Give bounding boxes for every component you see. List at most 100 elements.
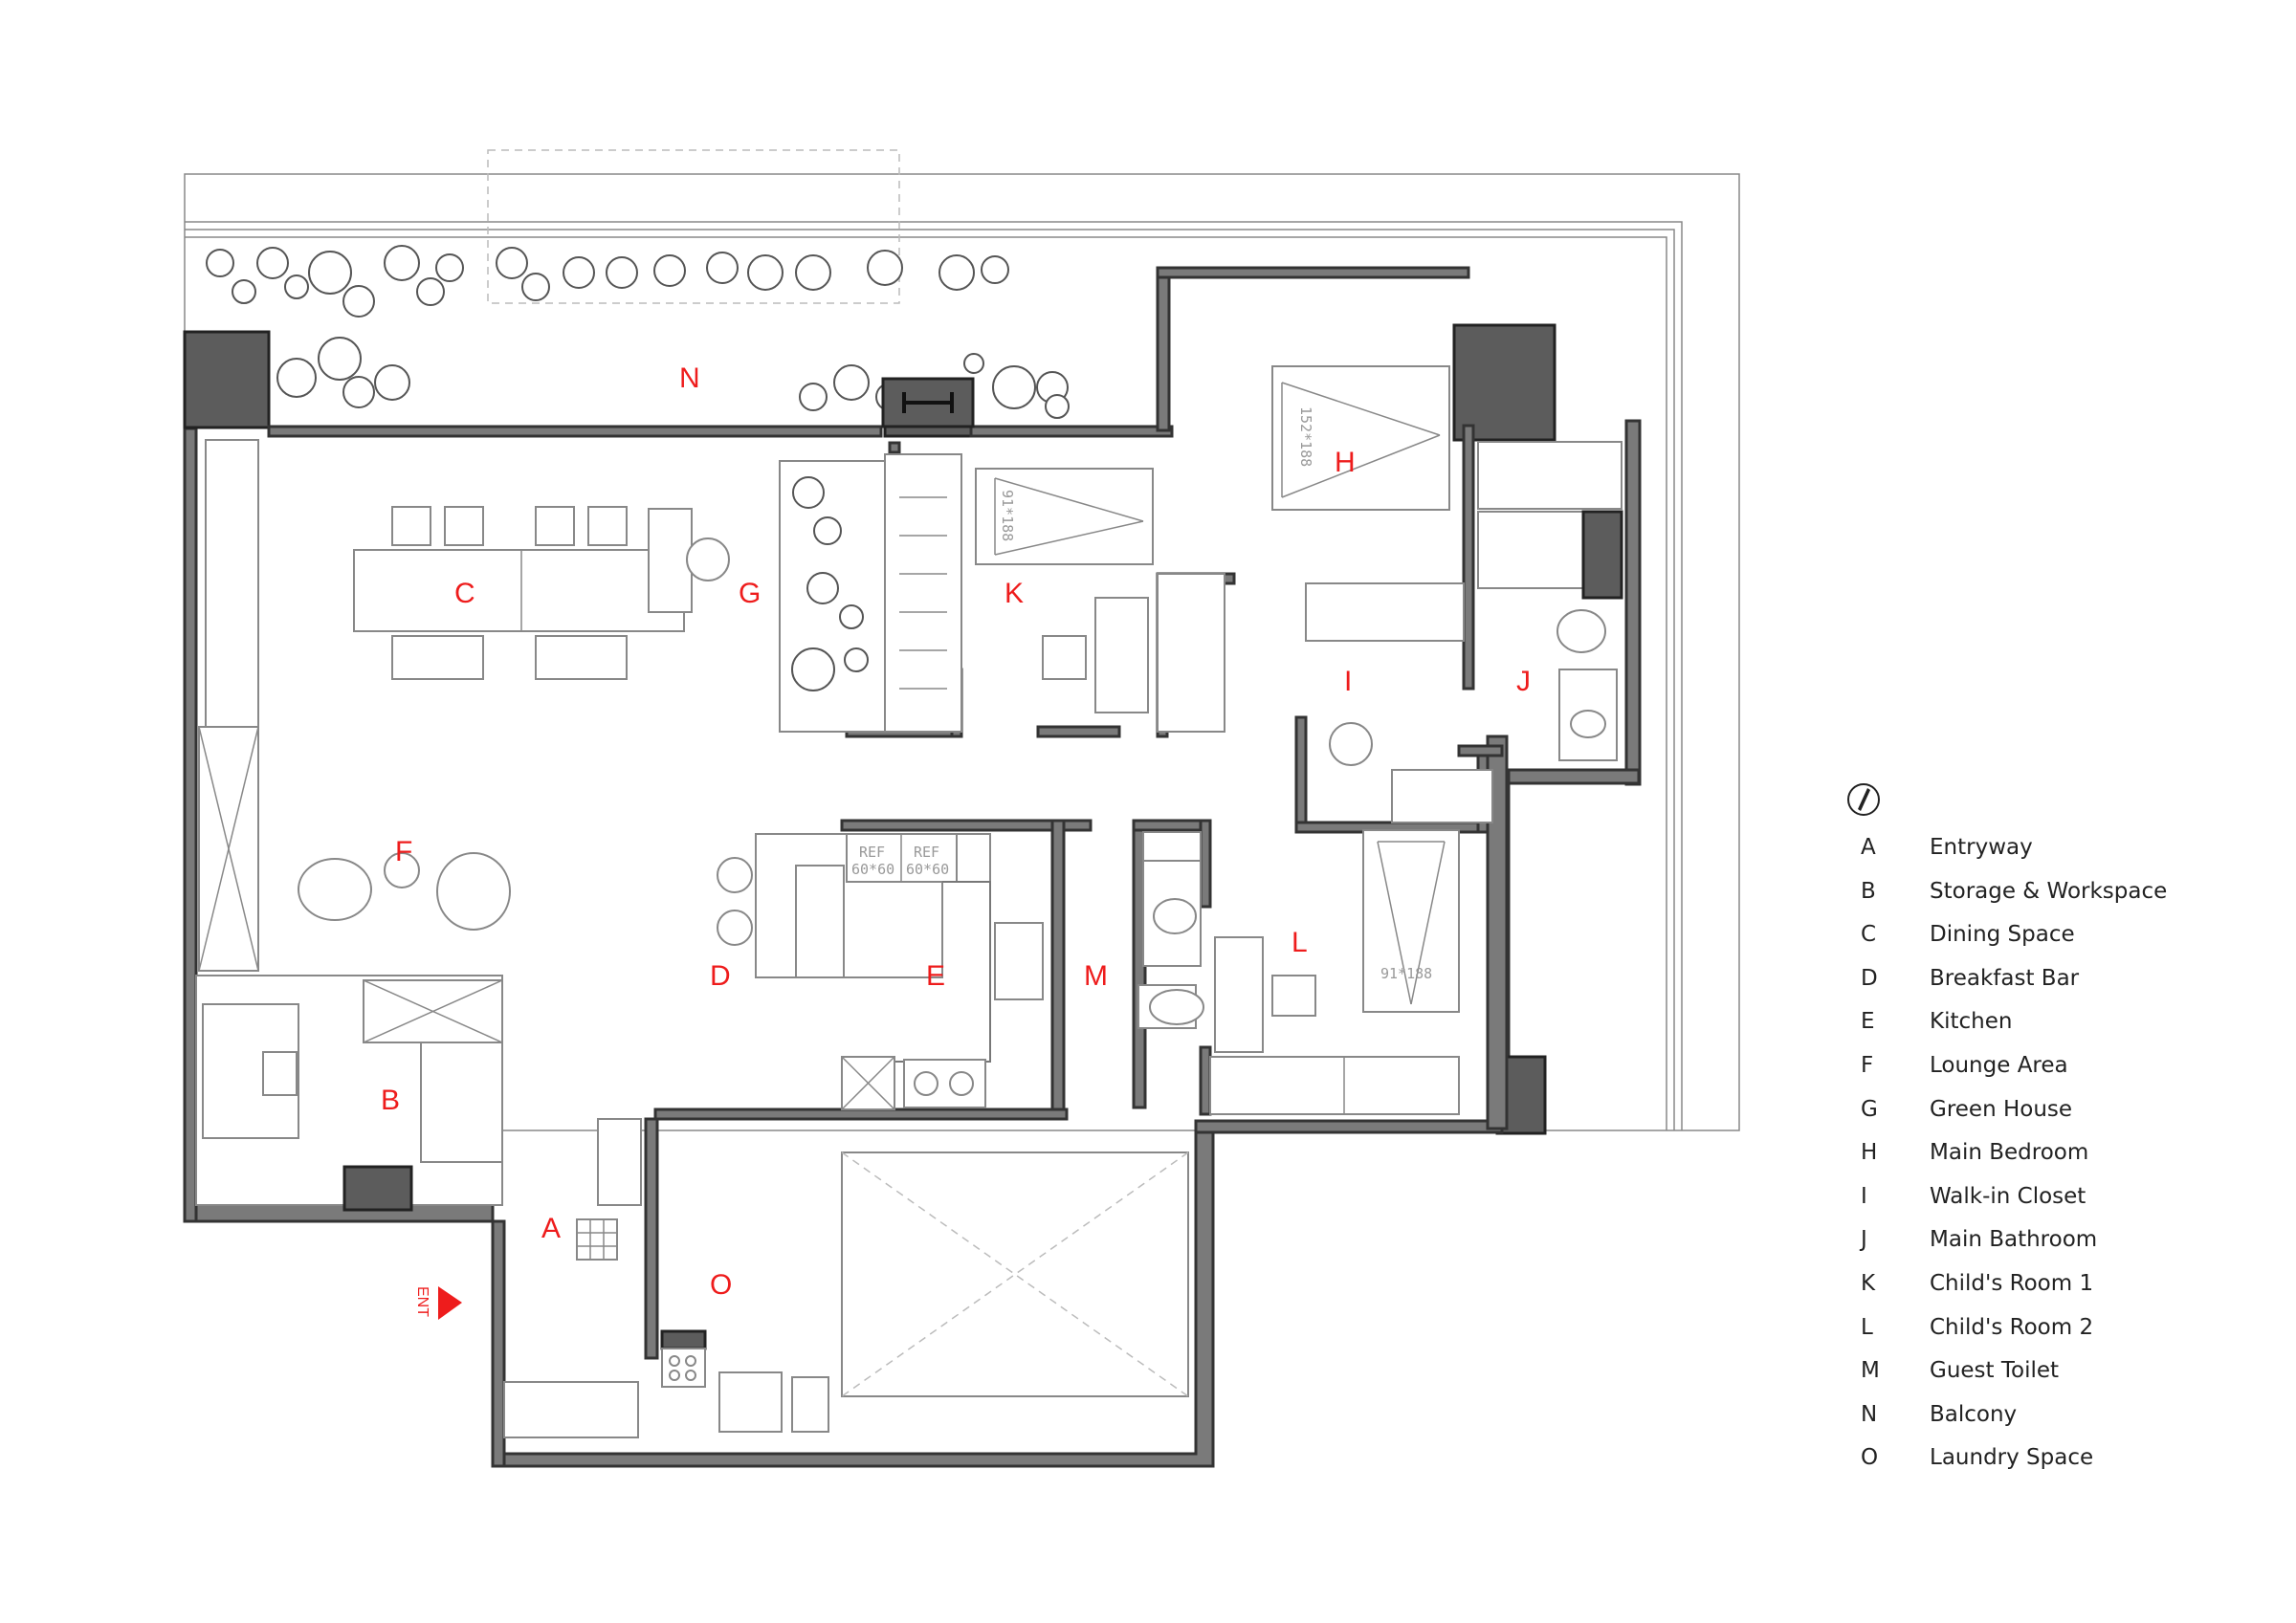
fridge-1-size: 60*60 (851, 861, 894, 878)
balcony-planting (206, 245, 1070, 419)
fridge-2-size: 60*60 (906, 861, 949, 878)
exterior-walls (183, 266, 1642, 1468)
plant-icon (606, 256, 638, 289)
plant-icon (206, 249, 234, 277)
guest-toilet-fixtures (1137, 831, 1204, 1029)
plant-icon (747, 254, 784, 291)
legend-room-name: Main Bathroom (1930, 1227, 2098, 1253)
room-label-k: K (1004, 578, 1024, 609)
plant-icon (232, 279, 256, 304)
main-bedroom-bed-size: 152*188 (1297, 406, 1314, 467)
plant-icon (833, 364, 870, 401)
legend-room-name: Dining Space (1930, 922, 2075, 948)
plant-icon (276, 358, 317, 398)
plant-icon (384, 245, 420, 281)
site-outline (184, 149, 1740, 1131)
legend-room-name: Child's Room 2 (1930, 1314, 2094, 1340)
room-label-f: F (395, 836, 412, 867)
legend-key: C (1861, 922, 1877, 948)
legend-room-name: Entryway (1930, 835, 2033, 860)
main-bedroom-furniture (1271, 365, 1493, 823)
legend-room-name: Breakfast Bar (1930, 965, 2080, 991)
child-room-2-bed-size: 91*188 (1380, 965, 1432, 982)
plant-icon (795, 254, 831, 291)
legend-room-name: Laundry Space (1930, 1445, 2094, 1471)
child-room-1-bed-size: 91*188 (999, 490, 1016, 541)
kitchen-furniture (717, 833, 1044, 1110)
plant-icon (496, 247, 528, 279)
room-label-g: G (739, 578, 761, 609)
legend-room-name: Kitchen (1930, 1009, 2013, 1035)
legend-room-name: Child's Room 1 (1930, 1271, 2094, 1296)
lounge-furniture (298, 852, 511, 931)
plant-icon (342, 376, 375, 408)
room-label-n: N (679, 362, 700, 394)
main-bathroom-fixtures (1477, 441, 1623, 761)
room-label-b: B (381, 1085, 400, 1116)
legend-key: I (1861, 1183, 1867, 1209)
legend-key: D (1861, 965, 1878, 991)
legend-key: J (1861, 1227, 1867, 1253)
plant-icon (284, 274, 309, 299)
legend-key: E (1861, 1009, 1875, 1035)
legend-key: M (1861, 1358, 1880, 1384)
legend-key: K (1861, 1271, 1876, 1296)
plant-icon (374, 364, 410, 401)
room-label-i: I (1344, 666, 1352, 697)
plant-icon (867, 250, 903, 286)
child-room-1-furniture (975, 468, 1225, 733)
entry-label: ENT (414, 1286, 430, 1317)
fridge-2-label: REF (914, 844, 939, 861)
room-label-o: O (710, 1269, 732, 1301)
plant-icon (963, 353, 984, 374)
plant-icon (435, 253, 464, 282)
balcony-pillar (881, 377, 975, 428)
legend-key: G (1861, 1096, 1878, 1122)
legend-key: F (1861, 1053, 1874, 1078)
plant-icon (1045, 394, 1070, 419)
room-label-a: A (541, 1213, 561, 1244)
entry-laundry-fixtures (503, 1118, 1189, 1438)
legend-room-name: Main Bedroom (1930, 1140, 2089, 1166)
plant-icon (706, 252, 739, 284)
fridge-1-label: REF (859, 844, 885, 861)
plant-icon (981, 255, 1009, 284)
legend-room-name: Green House (1930, 1096, 2073, 1122)
legend-room-name: Walk-in Closet (1930, 1183, 2086, 1209)
plant-icon (318, 337, 362, 381)
legend-key: A (1861, 835, 1876, 860)
greenhouse (779, 453, 962, 733)
legend-key: O (1861, 1445, 1879, 1471)
room-label-d: D (710, 960, 731, 992)
plant-icon (799, 383, 828, 411)
room-label-j: J (1516, 666, 1531, 697)
plant-icon (342, 285, 375, 318)
left-storage (195, 439, 503, 1212)
north-arrow-icon (1847, 783, 1880, 816)
dimension-labels: 152*188 91*188 91*188 REF 60*60 REF 60*6… (851, 406, 1432, 982)
legend-room-name: Storage & Workspace (1930, 878, 2168, 904)
legend-key: L (1861, 1314, 1873, 1340)
plant-icon (521, 273, 550, 301)
plant-icon (992, 365, 1036, 409)
plant-icon (653, 254, 686, 287)
legend-key: N (1861, 1401, 1878, 1427)
plant-icon (308, 251, 352, 295)
room-label-l: L (1292, 927, 1308, 958)
plant-icon (938, 254, 975, 291)
room-label-m: M (1084, 960, 1108, 992)
legend-key: H (1861, 1140, 1878, 1166)
plant-icon (416, 277, 445, 306)
legend-room-name: Guest Toilet (1930, 1358, 2060, 1384)
plant-icon (256, 247, 289, 279)
room-label-h: H (1335, 447, 1356, 478)
room-label-e: E (926, 960, 945, 992)
plant-icon (563, 256, 595, 289)
entry-arrow-icon: ENT (414, 1286, 462, 1320)
child-room-2-furniture (1209, 829, 1460, 1115)
legend-room-name: Lounge Area (1930, 1053, 2068, 1078)
dining-set (353, 506, 730, 680)
room-labels: A B C D E F G H I J K L M N O (381, 362, 1531, 1301)
room-label-c: C (454, 578, 475, 609)
